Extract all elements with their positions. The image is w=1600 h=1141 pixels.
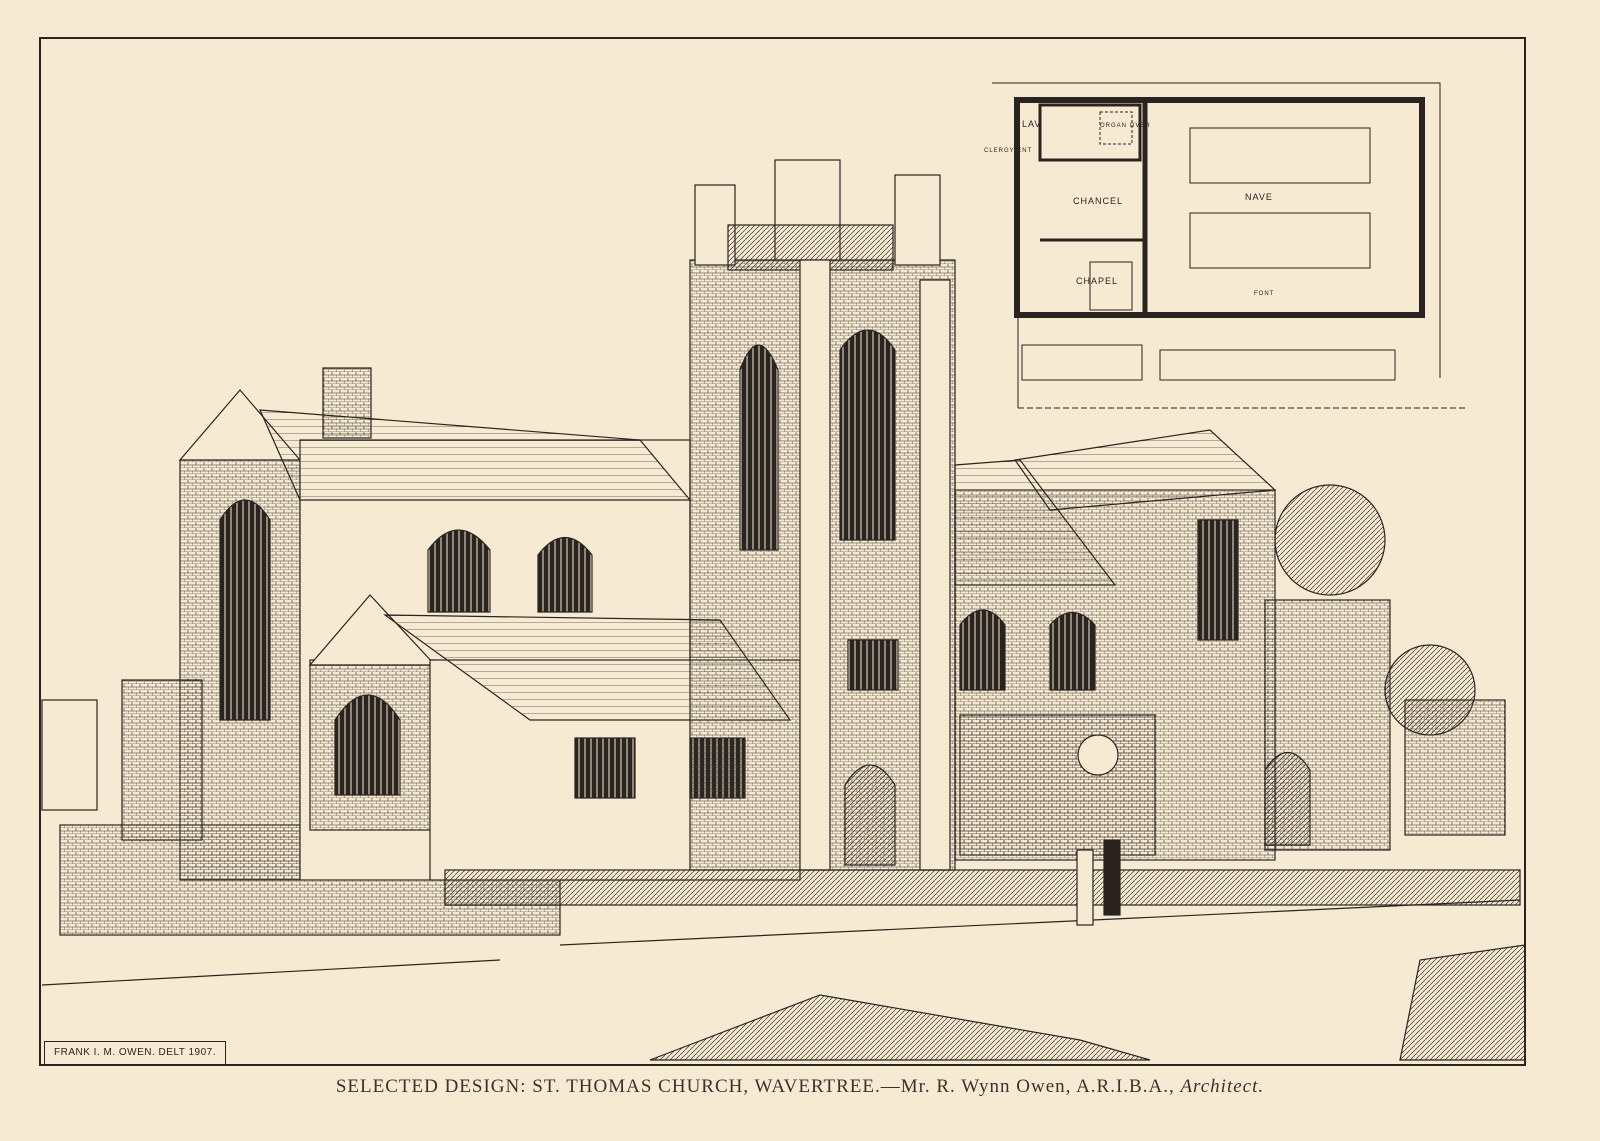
caption-role: Architect. bbox=[1180, 1076, 1265, 1097]
church-drawing bbox=[41, 159, 1526, 1061]
plan-label-nave: NAVE bbox=[1245, 192, 1273, 202]
plan-label-chancel: CHANCEL bbox=[1073, 196, 1123, 206]
plan-label-lav: LAV bbox=[1022, 119, 1041, 129]
plan-label-font: FONT bbox=[1254, 291, 1274, 297]
caption-main: SELECTED DESIGN: ST. THOMAS CHURCH, WAVE… bbox=[335, 1076, 1175, 1097]
plan-label-clergy: CLERGY ENT bbox=[984, 148, 1032, 154]
plan-label-organ: ORGAN OVER bbox=[1100, 123, 1151, 129]
plan-label-chapel: CHAPEL bbox=[1076, 276, 1118, 286]
floor-plan: LAV ORGAN OVER CLERGY ENT CHANCEL NAVE C… bbox=[984, 82, 1465, 409]
plate-caption: SELECTED DESIGN: ST. THOMAS CHURCH, WAVE… bbox=[0, 1076, 1600, 1098]
artist-signature: FRANK I. M. OWEN. DELT 1907. bbox=[44, 1041, 226, 1065]
frame bbox=[39, 37, 1526, 1066]
